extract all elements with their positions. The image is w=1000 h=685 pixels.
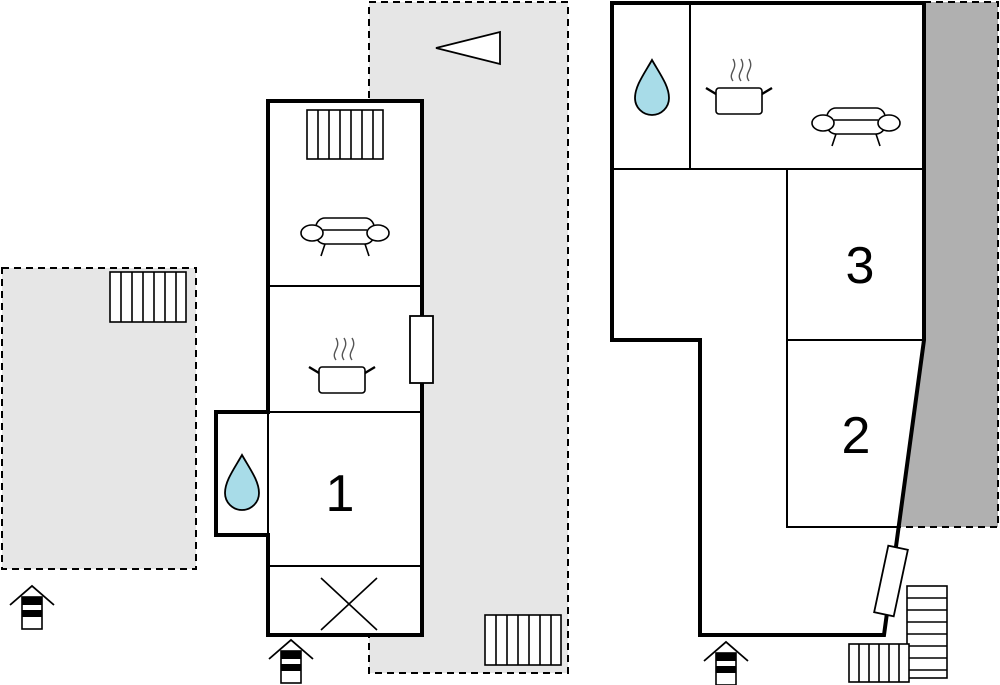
left-building-interior-walls [267, 285, 422, 567]
stairs-icon [109, 271, 187, 323]
right-building-interior-walls [612, 3, 924, 528]
right-building-walls [610, 1, 926, 637]
stairs-icon [848, 643, 910, 683]
stairs-icon [484, 614, 562, 666]
window-icon [409, 315, 434, 384]
bedroom-2-label: 2 [842, 407, 871, 465]
entrance-icon [703, 641, 749, 685]
stairs-icon [306, 109, 384, 160]
entrance-icon [268, 639, 314, 684]
window-icon [873, 544, 909, 618]
bedroom-3-label: 3 [846, 237, 875, 295]
storage-cross-icon [320, 577, 378, 631]
compass-arrow-icon [435, 30, 501, 66]
stairs-icon [906, 585, 948, 679]
bedroom-1-label: 1 [326, 465, 355, 523]
entrance-icon [9, 585, 55, 630]
